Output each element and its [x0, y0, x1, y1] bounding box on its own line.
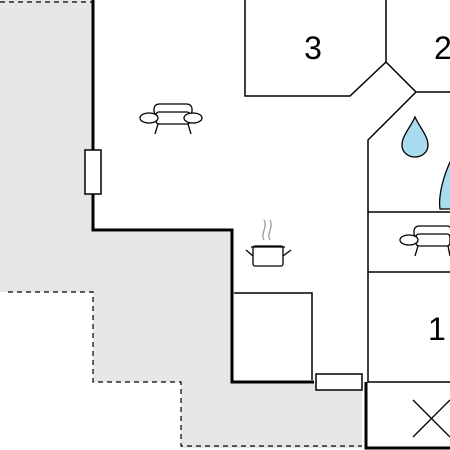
cross-icon: [412, 399, 450, 438]
window-left: [84, 149, 102, 195]
water-drop-icon: [401, 115, 429, 158]
room-1-wall: [367, 272, 450, 383]
room-label-3: 3: [304, 30, 322, 66]
terrace-lower: [93, 292, 362, 448]
room-3-wall: [244, 0, 387, 97]
sofa-icon-hall: [399, 225, 450, 257]
bathtub-icon: [438, 160, 450, 210]
boundary-lower: [8, 291, 362, 447]
terrace-area: [0, 0, 362, 448]
interior-walls: [234, 0, 450, 383]
sofa-icon: [139, 103, 203, 135]
property-boundary: [0, 1, 362, 447]
terrace-upper: [0, 0, 232, 292]
room-label-1: 1: [428, 311, 446, 347]
room-label-2: 2: [434, 30, 450, 66]
wall-bottom-right: [364, 382, 450, 450]
cooking-pot-icon: [245, 219, 292, 267]
window-bottom: [315, 373, 363, 391]
bath-wall: [367, 91, 450, 213]
closet-wall: [234, 292, 313, 380]
room-2-wall: [385, 61, 450, 93]
